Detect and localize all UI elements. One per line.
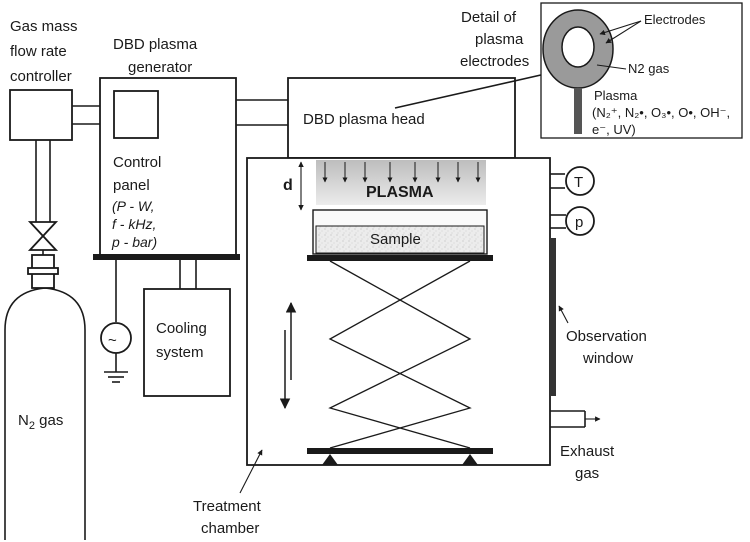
exhaust-label-2: gas (575, 465, 599, 482)
inset-plasma-label: Plasma (594, 88, 638, 103)
sample (315, 225, 485, 254)
controller-label-1: Gas mass (10, 18, 78, 35)
plasma-head: DBD plasma head (287, 77, 516, 159)
plasma-head-label: DBD plasma head (303, 111, 425, 128)
control-panel-label-2: panel (113, 177, 150, 194)
pressure-label: p (575, 214, 583, 231)
control-param-3: p - bar) (111, 234, 157, 250)
inset-species-2: e⁻, UV) (592, 122, 636, 137)
cooling-label-2: system (156, 344, 204, 361)
chamber-label-2: chamber (201, 520, 259, 537)
controller-label-2: flow rate (10, 43, 67, 60)
generator-label-2: generator (128, 59, 192, 76)
cylinder-collar (27, 267, 59, 275)
stage-platform (307, 255, 493, 261)
cooling-system: Cooling system (143, 260, 231, 397)
generator-label-1: DBD plasma (113, 36, 198, 53)
plasma-arrows (322, 162, 481, 183)
exhaust-label-1: Exhaust (560, 443, 615, 460)
flow-controller: Gas mass flow rate controller (9, 18, 78, 141)
ac-symbol: ~ (108, 332, 117, 349)
sample-label: Sample (370, 231, 421, 248)
control-param-2: f - kHz, (112, 216, 156, 232)
electrode-inset: Electrodes N2 gas Plasma (N₂⁺, N₂•, O₃•,… (540, 2, 743, 139)
exhaust-outlet (550, 410, 601, 428)
plasma-generator: DBD plasma generator Control panel (P - … (93, 36, 240, 260)
valve-bottom-triangle (27, 234, 59, 251)
window-label-2: window (582, 350, 633, 367)
chamber-label-1: Treatment (193, 498, 262, 515)
temperature-sensor: T (550, 166, 595, 196)
stage-base (307, 448, 493, 454)
detail-label-1: Detail of (461, 9, 517, 26)
base-foot-left (322, 454, 338, 465)
pressure-sensor: p (550, 206, 595, 236)
detail-label-2: plasma (475, 31, 524, 48)
control-param-1: (P - W, (112, 198, 155, 214)
n2-gas-label: N2 gas (18, 412, 63, 432)
inner-electrode (561, 26, 595, 68)
ac-power-source: ~ (100, 260, 132, 383)
temperature-label: T (574, 174, 583, 191)
cooling-label-1: Cooling (156, 320, 207, 337)
n2-gas-cylinder: N2 gas (4, 140, 86, 540)
generator-base (93, 254, 240, 260)
scissor-right (328, 260, 472, 449)
detail-label-3: electrodes (460, 53, 529, 70)
plasma-label: PLASMA (366, 184, 434, 201)
observation-window (550, 238, 556, 396)
control-panel-label-1: Control (113, 154, 161, 171)
inset-species-1: (N₂⁺, N₂•, O₃•, O•, OH⁻, (592, 105, 730, 120)
base-foot-right (462, 454, 478, 465)
treatment-chamber: PLASMA d Sample (246, 157, 551, 466)
electrodes-label: Electrodes (644, 12, 706, 27)
valve-top-triangle (27, 221, 59, 238)
electrode-stem (574, 88, 582, 134)
control-panel-display (113, 90, 159, 139)
inset-n2-label: N2 gas (628, 61, 670, 76)
gap-label: d (283, 177, 293, 194)
controller-label-3: controller (10, 68, 72, 85)
window-label-1: Observation (566, 328, 647, 345)
